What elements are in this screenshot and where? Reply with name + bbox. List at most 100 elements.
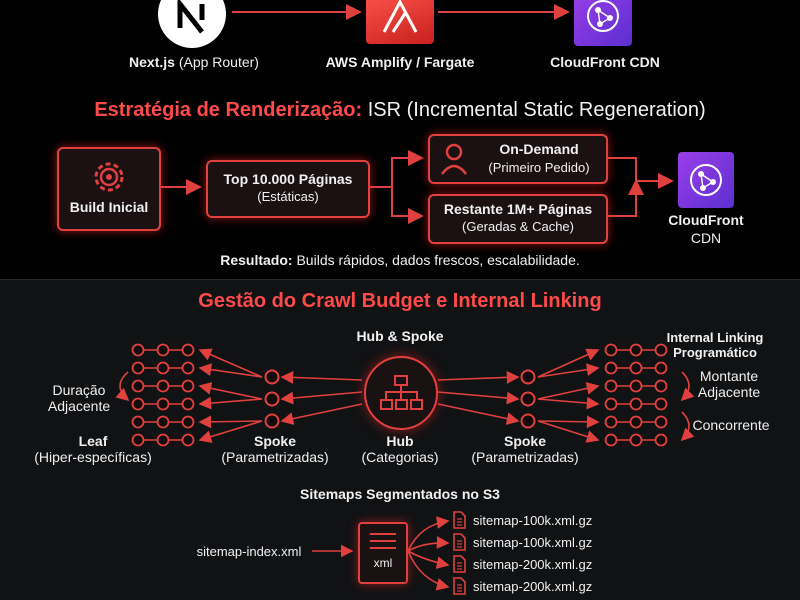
- leaf-node: [181, 433, 195, 447]
- duracao-line1: Duração: [52, 382, 106, 398]
- internal-linking-label: Internal Linking Programático: [650, 330, 780, 360]
- leaf-node: [604, 343, 618, 357]
- top-pages-box: Top 10.000 Páginas (Estáticas): [206, 160, 370, 218]
- gz-file-icon: [453, 555, 466, 573]
- spoke-node: [264, 391, 280, 407]
- nextjs-name: Next.js: [129, 54, 175, 70]
- leaf-node: [156, 361, 170, 375]
- xml-label: xml: [373, 556, 393, 570]
- montante-line1: Montante: [699, 368, 759, 384]
- hub-node: [364, 356, 438, 430]
- sitemap-index-label: sitemap-index.xml: [196, 544, 302, 559]
- result-text: Resultado: Builds rápidos, dados frescos…: [0, 252, 800, 268]
- spoke-right-label: Spoke (Parametrizadas): [460, 433, 590, 465]
- leaf-node: [629, 379, 643, 393]
- rest-line2: (Geradas & Cache): [462, 219, 574, 234]
- leaf-node: [604, 433, 618, 447]
- spoke-node: [264, 369, 280, 385]
- leaf-node: [131, 433, 145, 447]
- on-demand-box: On-Demand (Primeiro Pedido): [428, 134, 608, 184]
- spoke-node: [520, 369, 536, 385]
- cloudfront-label: CloudFront CDN: [520, 54, 690, 70]
- hub-label: Hub (Categorias): [350, 433, 450, 465]
- spoke-right-line1: Spoke: [503, 433, 546, 449]
- crawl-title: Gestão do Crawl Budget e Internal Linkin…: [198, 290, 602, 312]
- leaf-node: [604, 361, 618, 375]
- leaf-node: [629, 433, 643, 447]
- leaf-node: [156, 343, 170, 357]
- leaf-node: [629, 343, 643, 357]
- duracao-label: Duração Adjacente: [34, 382, 124, 414]
- leaf-node: [654, 397, 668, 411]
- leaf-node: [181, 397, 195, 411]
- cloudfront-name: CloudFront CDN: [550, 54, 660, 70]
- spoke-left-line2: (Parametrizadas): [221, 449, 329, 465]
- user-icon: [441, 143, 467, 175]
- cdn-line1: CloudFront: [668, 212, 744, 228]
- leaf-node: [654, 379, 668, 393]
- leaf-node: [156, 433, 170, 447]
- leaf-node: [156, 397, 170, 411]
- leaf-node: [131, 361, 145, 375]
- top-pages-line1: Top 10.000 Páginas: [223, 171, 353, 187]
- amplify-label: AWS Amplify / Fargate: [300, 54, 500, 70]
- cloudfront-icon: [574, 0, 632, 46]
- gz-file-icon: [453, 511, 466, 529]
- result-bold: Resultado:: [220, 252, 293, 268]
- leaf-node: [629, 397, 643, 411]
- spoke-node: [520, 413, 536, 429]
- leaf-node: [654, 433, 668, 447]
- leaf-node: [629, 415, 643, 429]
- spoke-left-line1: Spoke: [253, 433, 296, 449]
- isr-title-white: ISR (Incremental Static Regeneration): [367, 99, 706, 121]
- leaf-node: [654, 343, 668, 357]
- sitemap-file-item: sitemap-100k.xml.gz: [452, 511, 592, 529]
- amplify-name: AWS Amplify / Fargate: [325, 54, 475, 70]
- sitemap-file-item: sitemap-200k.xml.gz: [452, 577, 592, 595]
- sitemap-file-item: sitemap-200k.xml.gz: [452, 555, 592, 573]
- sitemap-icon: [380, 375, 423, 410]
- cloudfront-isr-icon: [678, 152, 734, 208]
- result-body: Builds rápidos, dados frescos, escalabil…: [296, 252, 580, 268]
- gz-file-icon: [453, 577, 466, 595]
- leaf-node-grid-left: [131, 343, 195, 447]
- on-demand-line1: On-Demand: [499, 141, 579, 157]
- leaf-node: [156, 415, 170, 429]
- isr-title-red: Estratégia de Renderização:: [94, 99, 363, 121]
- aws-amplify-icon: [366, 0, 434, 44]
- concorrente-label: Concorrente: [692, 417, 770, 433]
- leaf-line1: Leaf: [78, 433, 108, 449]
- hub-line1: Hub: [386, 433, 414, 449]
- leaf-node-grid-right: [604, 343, 668, 447]
- leaf-line2: (Hiper-específicas): [34, 449, 152, 465]
- leaf-node: [131, 397, 145, 411]
- sitemap-file-name: sitemap-200k.xml.gz: [473, 556, 593, 572]
- isr-title: Estratégia de Renderização: ISR (Increme…: [0, 99, 800, 122]
- cdn-isr-label: CloudFront CDN: [650, 212, 762, 246]
- nextjs-sub: (App Router): [178, 54, 259, 70]
- gear-icon: [94, 162, 124, 192]
- sitemaps-title: Sitemaps Segmentados no S3: [300, 486, 500, 502]
- internal-linking-line2: Programático: [673, 345, 757, 360]
- montante-line2: Adjacente: [697, 384, 761, 400]
- rest-line1: Restante 1M+ Páginas: [443, 201, 593, 217]
- montante-label: Montante Adjacente: [684, 368, 774, 400]
- leaf-node: [629, 361, 643, 375]
- xml-file-icon: xml: [358, 522, 408, 584]
- leaf-node: [181, 379, 195, 393]
- build-box: Build Inicial: [57, 147, 161, 231]
- hub-line2: (Categorias): [361, 449, 439, 465]
- sitemap-file-item: sitemap-100k.xml.gz: [452, 533, 592, 551]
- spoke-left-label: Spoke (Parametrizadas): [210, 433, 340, 465]
- leaf-node: [654, 415, 668, 429]
- leaf-node: [604, 379, 618, 393]
- spoke-node: [264, 413, 280, 429]
- top-pages-line2: (Estáticas): [257, 189, 319, 204]
- leaf-node: [131, 379, 145, 393]
- nextjs-label: Next.js (App Router): [110, 54, 278, 70]
- gz-file-icon: [453, 533, 466, 551]
- on-demand-line2: (Primeiro Pedido): [488, 160, 590, 175]
- leaf-node: [181, 343, 195, 357]
- build-label: Build Inicial: [69, 199, 149, 215]
- nextjs-logo-icon: [158, 0, 226, 48]
